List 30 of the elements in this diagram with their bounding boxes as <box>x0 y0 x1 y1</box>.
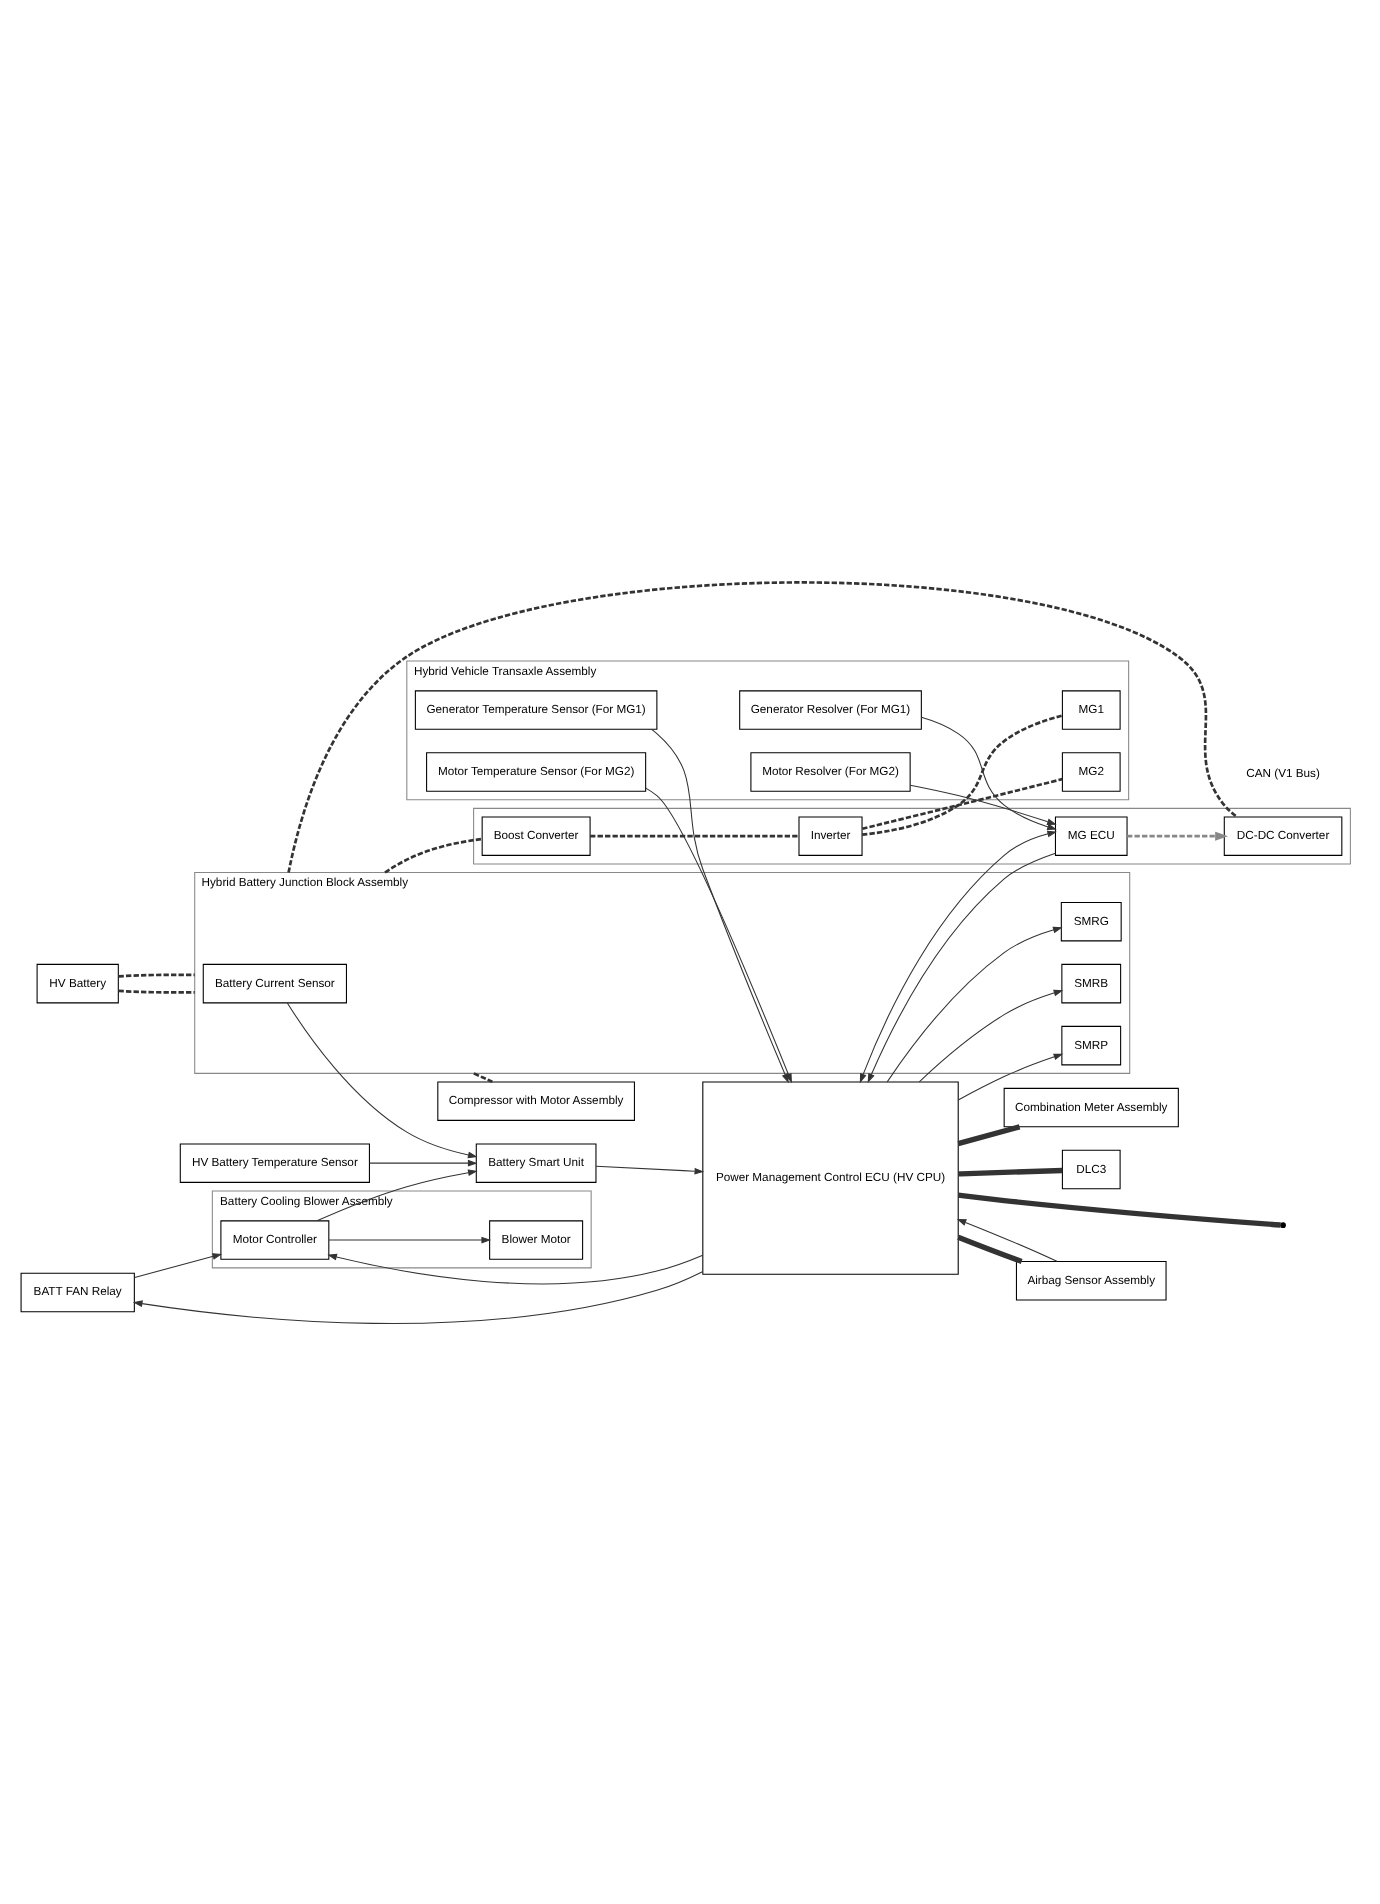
arrow <box>327 1252 704 1284</box>
connector <box>958 1166 1063 1176</box>
connector <box>957 1191 1281 1227</box>
arrow <box>134 1252 223 1277</box>
connector <box>473 1071 494 1083</box>
connector <box>862 776 1063 829</box>
connector <box>590 833 799 837</box>
cluster <box>473 806 1351 864</box>
connector <box>287 580 1238 872</box>
arrow <box>920 715 1057 830</box>
arrow <box>595 1164 705 1174</box>
connector <box>118 972 195 977</box>
connector <box>118 988 195 993</box>
connector <box>957 1123 1021 1146</box>
arrow <box>645 786 792 1083</box>
connector <box>957 1233 1023 1263</box>
arrow <box>918 988 1064 1082</box>
arrow <box>651 728 789 1083</box>
arrow <box>886 925 1063 1082</box>
arrow <box>956 1217 1058 1261</box>
arrow <box>368 1158 478 1166</box>
arrow <box>132 1270 703 1323</box>
connector <box>384 836 483 873</box>
arrow <box>909 783 1057 824</box>
arrow <box>1127 830 1228 840</box>
arrow <box>316 1168 478 1221</box>
arrow <box>328 1235 492 1243</box>
arrow <box>286 1001 478 1158</box>
arrow <box>957 1052 1064 1100</box>
connector <box>862 713 1063 835</box>
